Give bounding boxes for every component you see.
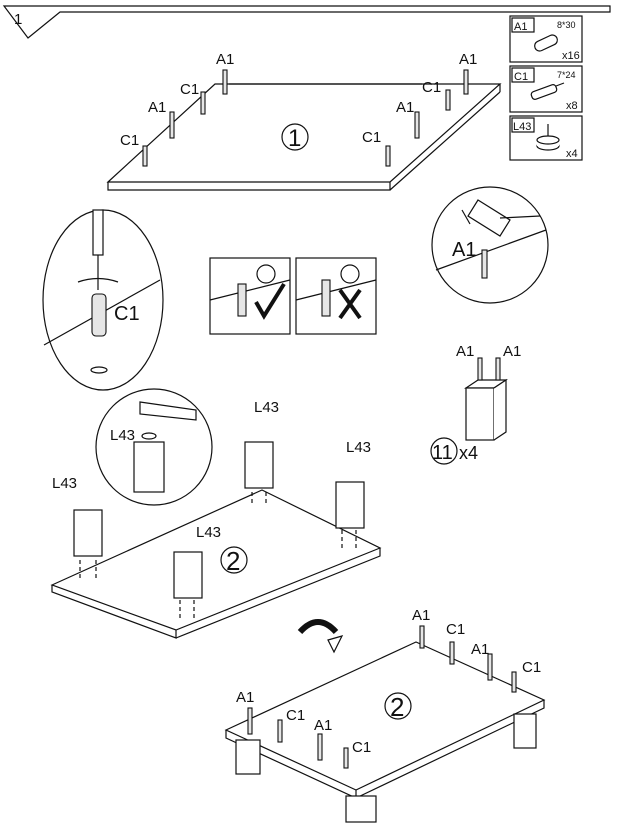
legend-item-l43: L43 x4 bbox=[509, 115, 583, 161]
base-panel-assembled: 2 A1 C1 A1 C1 A1 C1 A1 C1 bbox=[224, 607, 546, 823]
svg-text:A1: A1 bbox=[216, 51, 234, 68]
svg-text:L43: L43 bbox=[52, 475, 77, 492]
leg-qty: x4 bbox=[459, 443, 478, 463]
leg-part-number: 11 bbox=[432, 442, 453, 464]
legend-item-c1: C1 7*24 x8 bbox=[509, 65, 583, 113]
glide-foot-icon bbox=[536, 124, 560, 151]
incorrect-panel bbox=[295, 257, 377, 335]
svg-text:A1: A1 bbox=[412, 607, 430, 624]
svg-text:C1: C1 bbox=[522, 659, 541, 676]
dowel-a1: A1 bbox=[216, 51, 234, 95]
screwdriver-detail: C1 bbox=[42, 209, 164, 391]
connector-bolt-icon bbox=[530, 82, 565, 100]
legend-qty-c1: x8 bbox=[566, 100, 578, 112]
legend-qty-a1: x16 bbox=[562, 50, 580, 62]
dowel-a1: A1 bbox=[412, 607, 430, 649]
legend-qty-l43: x4 bbox=[566, 148, 578, 160]
happy-face-icon bbox=[256, 264, 276, 284]
legend-size-c1: 7*24 bbox=[557, 70, 576, 80]
legend-code-a1: A1 bbox=[514, 21, 527, 33]
svg-text:A1: A1 bbox=[148, 99, 166, 116]
leg-part: A1 A1 11 x4 bbox=[430, 343, 521, 465]
correct-panel bbox=[209, 257, 291, 335]
dowel-a1: A1 bbox=[396, 99, 420, 139]
correct-check-icon bbox=[254, 282, 286, 320]
connector-c1: C1 bbox=[511, 659, 541, 693]
panel-number-top: 1 bbox=[288, 125, 301, 152]
dowel-a1: A1 bbox=[236, 689, 254, 735]
svg-text:A1: A1 bbox=[471, 641, 489, 658]
svg-text:L43: L43 bbox=[196, 524, 221, 541]
label-c1-detail: C1 bbox=[114, 303, 140, 325]
svg-text:A1: A1 bbox=[236, 689, 254, 706]
svg-text:C1: C1 bbox=[352, 739, 371, 756]
svg-text:C1: C1 bbox=[446, 621, 465, 638]
svg-text:C1: C1 bbox=[422, 79, 441, 96]
dowel-a1: A1 bbox=[459, 51, 477, 95]
panel-number-base: 2 bbox=[226, 546, 240, 576]
svg-text:L43: L43 bbox=[346, 439, 371, 456]
svg-text:A1: A1 bbox=[314, 717, 332, 734]
base-panel-assembly: 2 L43 L43 L43 L43 bbox=[50, 399, 382, 639]
connector-c1: C1 bbox=[120, 132, 148, 167]
legend-item-a1: A1 8*30 x16 bbox=[509, 15, 583, 63]
foot: L43 bbox=[244, 399, 279, 505]
dowel-icon bbox=[534, 34, 558, 52]
hammer-detail-a1: A1 bbox=[431, 186, 549, 304]
step-number: 1 bbox=[14, 11, 22, 28]
incorrect-cross-icon bbox=[338, 288, 362, 320]
legend-size-a1: 8*30 bbox=[557, 20, 576, 30]
dowel-a1: A1 bbox=[314, 717, 332, 761]
connector-c1: C1 bbox=[446, 621, 465, 665]
legend-code-c1: C1 bbox=[514, 71, 528, 83]
svg-text:C1: C1 bbox=[180, 81, 199, 98]
dowel-a1: A1 bbox=[148, 99, 175, 139]
hammer-detail-l43: L43 bbox=[95, 388, 213, 506]
connector-c1: C1 bbox=[277, 707, 305, 743]
foot: L43 bbox=[335, 439, 371, 550]
label-a1-leg: A1 bbox=[456, 343, 474, 360]
flip-arrow-icon bbox=[297, 619, 344, 654]
connector-c1: C1 bbox=[362, 129, 391, 167]
svg-text:C1: C1 bbox=[286, 707, 305, 724]
label-l43-detail: L43 bbox=[110, 427, 135, 444]
connector-c1: C1 bbox=[343, 739, 371, 769]
svg-text:C1: C1 bbox=[120, 132, 139, 149]
svg-text:A1: A1 bbox=[459, 51, 477, 68]
foot: L43 bbox=[173, 524, 221, 620]
svg-text:A1: A1 bbox=[396, 99, 414, 116]
legend-code-l43: L43 bbox=[513, 121, 531, 133]
svg-text:C1: C1 bbox=[362, 129, 381, 146]
label-a1-leg: A1 bbox=[503, 343, 521, 360]
connector-c1: C1 bbox=[180, 81, 206, 115]
parts-legend: A1 8*30 x16 C1 7*24 x8 L43 bbox=[509, 15, 583, 161]
svg-text:L43: L43 bbox=[254, 399, 279, 416]
connector-c1: C1 bbox=[422, 79, 451, 111]
dowel-a1: A1 bbox=[471, 641, 493, 681]
panel-number-base-assembled: 2 bbox=[390, 692, 404, 722]
top-panel-assembly: 1 A1 C1 A1 C1 A1 C1 A1 C1 bbox=[106, 51, 502, 191]
step-header: 1 bbox=[2, 5, 611, 39]
label-a1-detail: A1 bbox=[452, 239, 476, 261]
foot: L43 bbox=[52, 475, 103, 580]
sad-face-icon bbox=[340, 264, 360, 284]
